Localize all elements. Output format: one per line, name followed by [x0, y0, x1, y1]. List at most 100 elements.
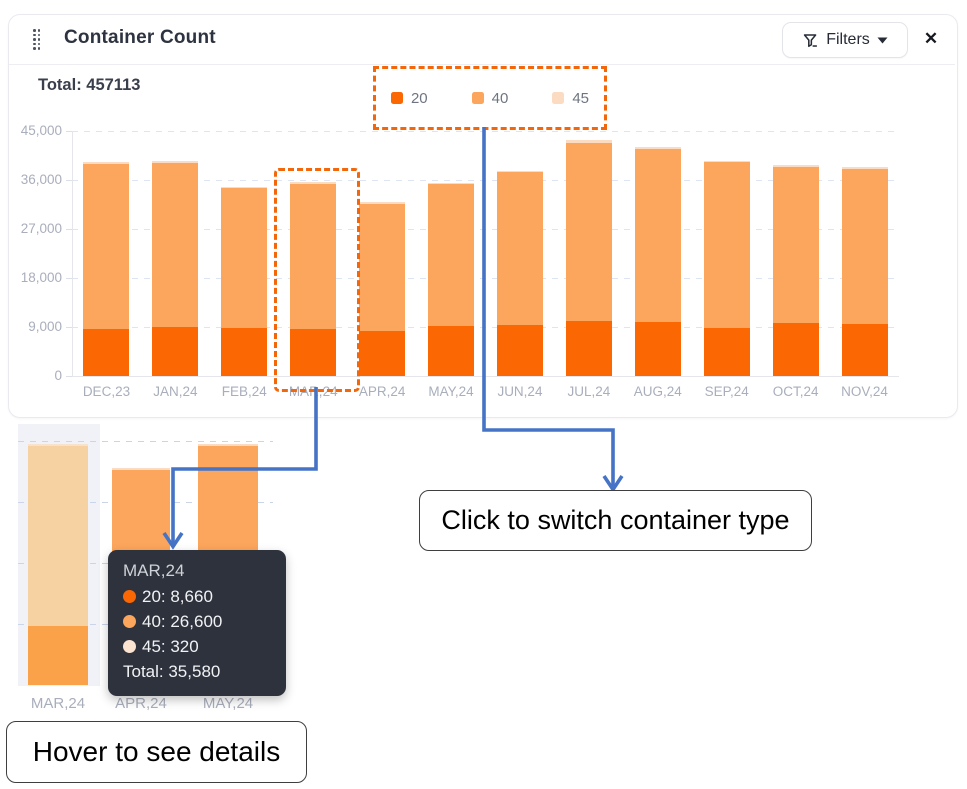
- bar-segment-40: [83, 164, 130, 329]
- highlighted-bar-callout-box: [274, 168, 360, 392]
- legend-item-45[interactable]: 45: [552, 90, 589, 107]
- bar-segment-20: [221, 327, 268, 376]
- x-axis-label: APR,24: [358, 384, 406, 399]
- bar-segment-20: [152, 326, 199, 376]
- bar-column-JAN,24[interactable]: [152, 161, 199, 376]
- mini-bar-segment-40: [28, 445, 88, 627]
- bar-column-SEP,24[interactable]: [703, 160, 750, 376]
- legend-item-40[interactable]: 40: [471, 89, 509, 107]
- bar-column-NOV,24[interactable]: [841, 166, 888, 376]
- mini-bar-column-MAR,24[interactable]: [28, 443, 88, 685]
- drag-handle-icon[interactable]: [33, 29, 43, 50]
- x-axis-label: SEP,24: [704, 384, 749, 399]
- bar-column-JUL,24[interactable]: [565, 139, 612, 376]
- bar-segment-20: [83, 328, 130, 376]
- tooltip-series-dot: [123, 615, 136, 628]
- legend-item-label: 45: [572, 89, 590, 107]
- x-axis-label: MAY,24: [428, 384, 474, 399]
- bar-column-AUG,24[interactable]: [634, 146, 681, 376]
- bar-column-FEB,24[interactable]: [221, 186, 268, 376]
- bar-segment-20: [428, 326, 475, 376]
- bar-segment-40: [565, 142, 612, 321]
- tooltip-row-text: 45: 320: [142, 637, 199, 656]
- bar-segment-20: [290, 328, 337, 376]
- bar-segment-20: [359, 330, 406, 376]
- bar-segment-40: [359, 203, 406, 331]
- x-axis-label: OCT,24: [772, 384, 819, 399]
- legend-item-label: 20: [410, 89, 428, 107]
- bar-column-JUN,24[interactable]: [496, 170, 543, 376]
- tooltip-series-dot: [123, 640, 136, 653]
- tooltip-title: MAR,24: [123, 561, 185, 580]
- hover-annotation-text: Hover to see details: [32, 736, 281, 767]
- filter-funnel-icon: [804, 33, 818, 47]
- y-tick-label: 9,000: [28, 319, 62, 334]
- bar-segment-45: [359, 201, 406, 204]
- bar-segment-40: [634, 148, 681, 323]
- bar-segment-40: [428, 184, 475, 326]
- x-axis-label: AUG,24: [633, 384, 682, 399]
- x-axis-label: FEB,24: [221, 384, 267, 399]
- y-tick-mark: [66, 180, 72, 181]
- bar-column-MAY,24[interactable]: [428, 182, 475, 376]
- legend-swatch-40: [471, 92, 484, 104]
- bar-column-OCT,24[interactable]: [772, 165, 819, 376]
- filters-button[interactable]: Filters: [782, 22, 908, 58]
- bar-segment-40: [772, 167, 819, 324]
- y-tick-mark: [66, 131, 72, 132]
- bar-segment-20: [703, 328, 750, 376]
- close-button[interactable]: ✕: [923, 29, 939, 48]
- bar-segment-40: [152, 163, 199, 327]
- total-count-label: Total: 457113: [38, 76, 141, 94]
- y-tick-label: 27,000: [20, 221, 62, 236]
- click-annotation-text: Click to switch container type: [441, 505, 790, 535]
- mini-gridline: [18, 440, 273, 442]
- legend-item-20[interactable]: 20: [390, 89, 428, 107]
- bar-segment-45: [221, 186, 268, 189]
- y-tick-mark: [66, 376, 72, 377]
- filters-button-label: Filters: [826, 31, 870, 48]
- bar-column-MAR,24[interactable]: [290, 182, 337, 376]
- bar-segment-45: [152, 161, 199, 164]
- click-annotation-note: Click to switch container type: [419, 490, 812, 551]
- hover-annotation-note: Hover to see details: [6, 721, 307, 783]
- bar-segment-20: [841, 323, 888, 376]
- x-axis-label: JUN,24: [497, 384, 543, 399]
- bar-column-DEC,23[interactable]: [83, 162, 130, 376]
- y-axis-line: [72, 131, 73, 376]
- y-tick-mark: [66, 327, 72, 328]
- bar-segment-40: [841, 168, 888, 324]
- x-axis-label: DEC,23: [82, 384, 131, 399]
- bar-segment-40: [496, 172, 543, 326]
- bar-segment-40: [221, 188, 268, 328]
- caret-down-icon: [877, 37, 888, 43]
- bar-segment-20: [772, 323, 819, 376]
- bar-segment-45: [634, 146, 681, 149]
- tooltip-series-dot: [123, 590, 136, 603]
- bar-segment-40: [703, 162, 750, 329]
- x-axis-label: JUL,24: [567, 384, 611, 399]
- x-axis-label: JAN,24: [153, 384, 198, 399]
- bar-segment-45: [428, 182, 475, 185]
- bar-column-APR,24[interactable]: [359, 201, 406, 376]
- mini-bar-segment-45: [28, 443, 88, 446]
- tooltip-row-text: 20: 8,660: [142, 587, 213, 606]
- gridline: [72, 130, 899, 132]
- legend-swatch-45: [552, 92, 565, 104]
- bar-segment-45: [83, 162, 130, 165]
- mini-bar-segment-45: [112, 468, 170, 471]
- legend-item-label: 40: [491, 89, 509, 107]
- tooltip-row: 45: 320: [123, 634, 272, 659]
- header-divider: [9, 64, 955, 65]
- mini-x-axis-label: MAR,24: [30, 695, 86, 712]
- y-tick-label: 18,000: [20, 270, 62, 285]
- legend-swatch-20: [390, 92, 403, 104]
- bar-segment-45: [841, 166, 888, 169]
- tooltip-row: 40: 26,600: [123, 609, 272, 634]
- y-tick-label: 36,000: [20, 172, 62, 187]
- mini-x-axis-label: MAY,24: [202, 695, 254, 712]
- mini-bar-segment-20: [28, 626, 88, 685]
